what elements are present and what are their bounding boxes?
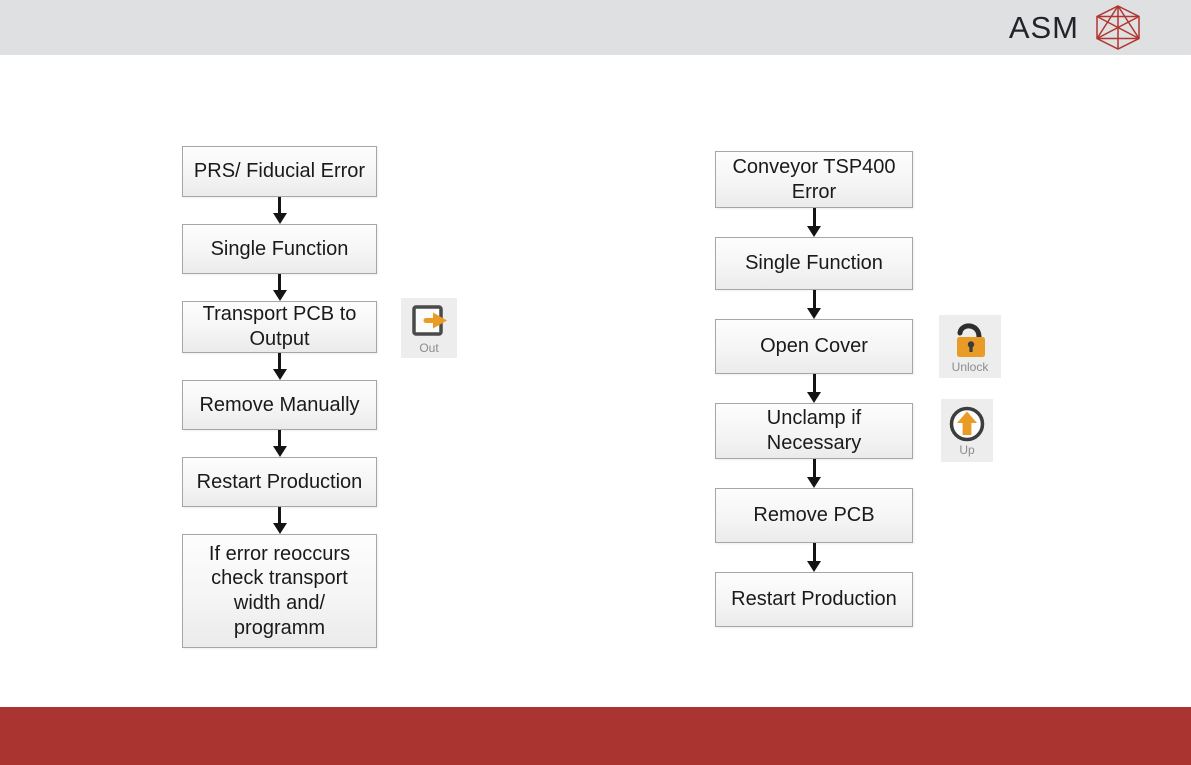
down-arrow-icon bbox=[272, 507, 287, 534]
down-arrow-icon bbox=[807, 374, 821, 403]
header-bar: ASM bbox=[0, 0, 1191, 55]
flow-step-box: Remove Manually bbox=[182, 380, 377, 430]
up-button-image: Up bbox=[941, 399, 993, 462]
transport-out-button-image: Out bbox=[401, 298, 457, 358]
flow-step-box: PRS/ Fiducial Error bbox=[182, 146, 377, 197]
unlock-icon-label: Unlock bbox=[951, 360, 989, 374]
asm-wordmark: ASM bbox=[1008, 10, 1079, 45]
footer-bar bbox=[0, 707, 1191, 765]
flow-step-box: Restart Production bbox=[182, 457, 377, 507]
down-arrow-icon bbox=[807, 459, 821, 488]
unlock-button-image: Unlock bbox=[939, 315, 1001, 378]
flow-step-box: Remove PCB bbox=[715, 488, 913, 543]
out-icon bbox=[409, 303, 449, 341]
flow-step-box: Restart Production bbox=[715, 572, 913, 627]
flow-step-box: Unclamp if Necessary bbox=[715, 403, 913, 459]
flowchart-prs-fiducial-error: PRS/ Fiducial Error Single Function Tran… bbox=[182, 146, 377, 648]
flow-step-box: Single Function bbox=[715, 237, 913, 290]
down-arrow-icon bbox=[272, 274, 287, 301]
flow-step-box: Open Cover bbox=[715, 319, 913, 374]
down-arrow-icon bbox=[272, 197, 287, 224]
brand: ASM bbox=[1009, 0, 1143, 55]
flowchart-conveyor-tsp400-error: Conveyor TSP400 Error Single Function Op… bbox=[715, 151, 913, 627]
down-arrow-icon bbox=[272, 430, 287, 457]
flow-step-box: Single Function bbox=[182, 224, 377, 274]
up-icon-label: Up bbox=[959, 443, 975, 457]
unlock-icon bbox=[948, 320, 992, 360]
out-icon-label: Out bbox=[419, 340, 439, 355]
down-arrow-icon bbox=[807, 543, 821, 572]
down-arrow-icon bbox=[807, 290, 821, 319]
up-arrow-icon bbox=[948, 405, 986, 443]
flow-step-box: Conveyor TSP400 Error bbox=[715, 151, 913, 208]
down-arrow-icon bbox=[272, 353, 287, 380]
flow-step-box: Transport PCB to Output bbox=[182, 301, 377, 353]
down-arrow-icon bbox=[807, 208, 821, 237]
flow-step-box: If error reoccurs check transport width … bbox=[182, 534, 377, 648]
asm-logo-icon bbox=[1093, 5, 1143, 50]
